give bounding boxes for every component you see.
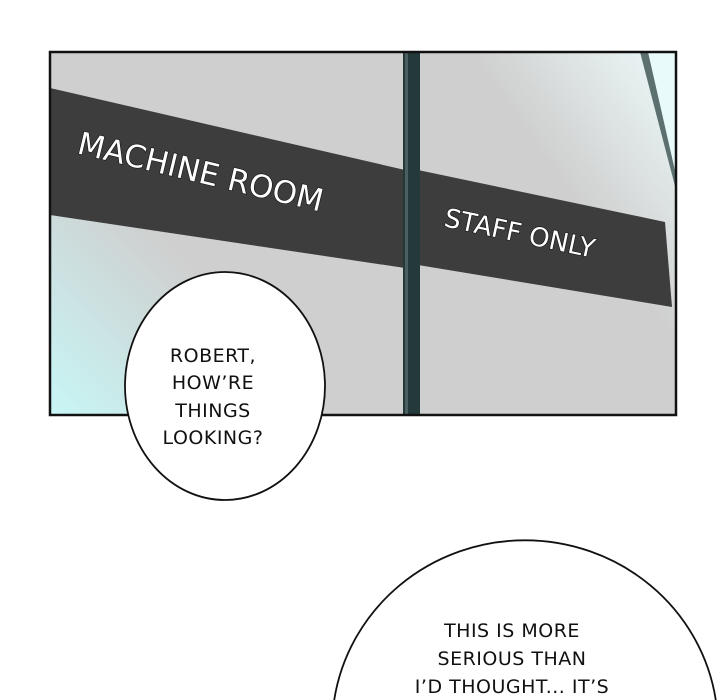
sign-band-right <box>418 170 672 307</box>
speech-bubble-2: THIS IS MORE SERIOUS THAN I’D THOUGHT...… <box>333 539 717 700</box>
bubble-line: SERIOUS THAN <box>438 648 587 670</box>
bubble-outline <box>333 539 717 700</box>
bubble-line: LOOKING? <box>163 427 264 449</box>
comic-panel: MACHINE ROOM STAFF ONLY <box>50 52 676 415</box>
speech-bubble-1: ROBERT, HOW’RE THINGS LOOKING? <box>124 271 326 501</box>
panel-border <box>48 50 678 417</box>
sign-band-left <box>50 88 405 268</box>
bubble-line: THIS IS MORE <box>443 620 580 642</box>
bubble-line: HOW’RE <box>172 372 254 394</box>
bubble-line: THINGS <box>174 400 251 422</box>
bubble-line: ROBERT, <box>170 345 256 367</box>
glass-edge <box>640 52 676 190</box>
bubble-line: I’D THOUGHT... IT’S <box>415 676 609 698</box>
